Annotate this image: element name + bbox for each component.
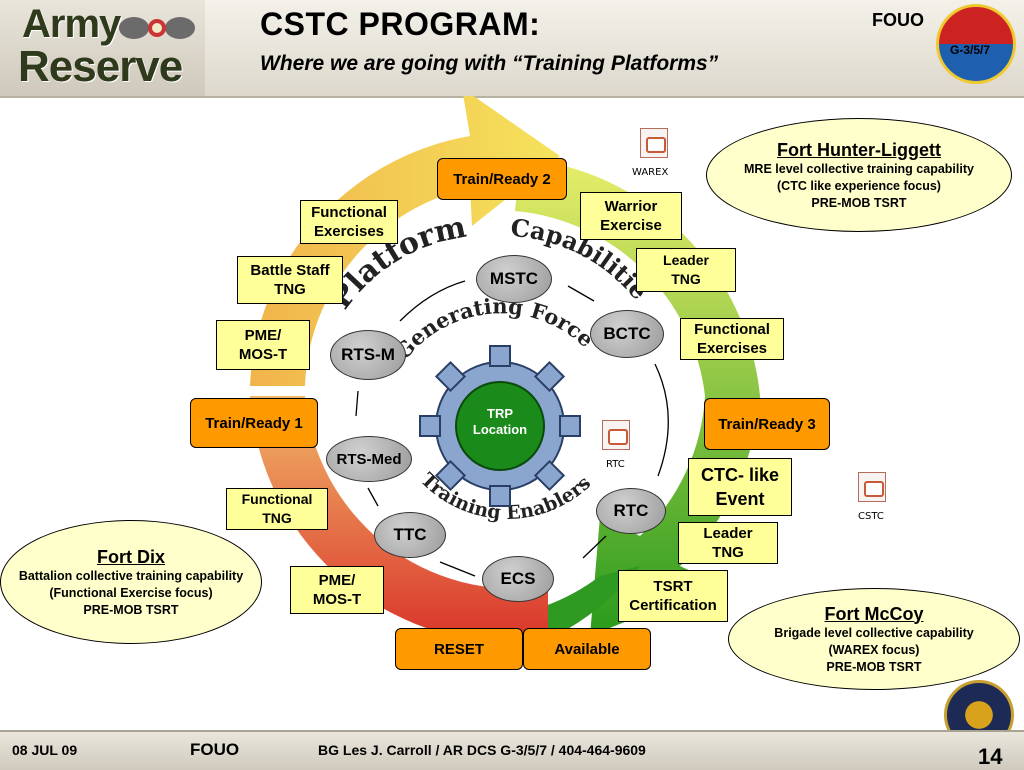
node-rts-m: RTS-M — [330, 330, 406, 380]
box-pme-mos-t-lower: PME/ MOS-T — [290, 566, 384, 614]
cstc-document-icon[interactable] — [858, 472, 886, 502]
box-line: TNG — [274, 280, 306, 299]
box-line: Leader — [663, 251, 709, 270]
box-functional-exercises-top: Functional Exercises — [300, 200, 398, 244]
fort-mccoy-callout: Fort McCoy Brigade level collective capa… — [728, 588, 1020, 690]
fort-desc-line: Battalion collective training capability — [19, 568, 243, 585]
fort-desc-line: PRE-MOB TSRT — [83, 602, 178, 619]
fort-desc-line: PRE-MOB TSRT — [811, 195, 906, 212]
box-functional-exercises-right: Functional Exercises — [680, 318, 784, 360]
footer-date: 08 JUL 09 — [12, 742, 77, 758]
box-line: Battle Staff — [250, 261, 329, 280]
stage-train-ready-2: Train/Ready 2 — [437, 158, 567, 200]
stage-train-ready-1: Train/Ready 1 — [190, 398, 318, 448]
box-line: Functional — [311, 203, 387, 222]
box-warrior-exercise: Warrior Exercise — [580, 192, 682, 240]
box-line: TNG — [262, 509, 292, 528]
logo-army-text: Army — [22, 2, 120, 47]
footer-fouo: FOUO — [190, 740, 239, 760]
box-ctc-like-event: CTC- like Event — [688, 458, 792, 516]
box-line: CTC- like — [701, 463, 779, 487]
node-mstc: MSTC — [476, 255, 552, 303]
fort-name: Fort Dix — [97, 546, 165, 568]
fort-desc-line: Brigade level collective capability — [774, 625, 973, 642]
trp-text: TRP — [470, 406, 530, 422]
box-line: TSRT — [653, 577, 692, 596]
fort-desc-line: PRE-MOB TSRT — [826, 659, 921, 676]
fort-desc-line: (WAREX focus) — [829, 642, 920, 659]
node-ecs: ECS — [482, 556, 554, 602]
eagle-logo-icon — [118, 12, 196, 44]
box-line: MOS-T — [313, 590, 361, 609]
fouo-marking: FOUO — [872, 10, 924, 31]
trp-location-label: TRP Location — [470, 406, 530, 438]
page-number: 14 — [978, 744, 1002, 770]
box-line: Exercises — [697, 339, 767, 358]
box-line: Exercises — [314, 222, 384, 241]
fort-dix-callout: Fort Dix Battalion collective training c… — [0, 520, 262, 644]
box-pme-mos-t-upper: PME/ MOS-T — [216, 320, 310, 370]
box-line: MOS-T — [239, 345, 287, 364]
box-line: Functional — [694, 320, 770, 339]
page-subtitle: Where we are going with “Training Platfo… — [260, 52, 718, 76]
box-functional-tng: Functional TNG — [226, 488, 328, 530]
box-line: PME/ — [245, 326, 282, 345]
rtc-icon-label: RTC — [606, 459, 625, 470]
logo-reserve-text: Reserve — [18, 42, 182, 92]
box-line: Warrior — [605, 197, 658, 216]
box-line: Certification — [629, 596, 717, 615]
page-title: CSTC PROGRAM: — [260, 6, 540, 43]
box-leader-tng-upper: Leader TNG — [636, 248, 736, 292]
emblem-label: G-3/5/7 — [950, 43, 990, 57]
node-rts-med: RTS-Med — [326, 436, 412, 482]
box-line: TNG — [712, 543, 744, 562]
box-line: PME/ — [319, 571, 356, 590]
rtc-document-icon[interactable] — [602, 420, 630, 450]
box-line: Functional — [242, 490, 313, 509]
node-bctc: BCTC — [590, 310, 664, 358]
warex-document-icon[interactable] — [640, 128, 668, 158]
stage-reset: RESET — [395, 628, 523, 670]
fort-name: Fort McCoy — [825, 603, 924, 625]
box-line: TNG — [671, 270, 701, 289]
fort-desc-line: (CTC like experience focus) — [777, 178, 941, 195]
box-line: Event — [715, 487, 764, 511]
box-battle-staff-tng: Battle Staff TNG — [237, 256, 343, 304]
fort-name: Fort Hunter-Liggett — [777, 139, 941, 161]
stage-train-ready-3: Train/Ready 3 — [704, 398, 830, 450]
node-rtc: RTC — [596, 488, 666, 534]
box-leader-tng-lower: Leader TNG — [678, 522, 778, 564]
box-tsrt-certification: TSRT Certification — [618, 570, 728, 622]
box-line: Leader — [703, 524, 752, 543]
node-ttc: TTC — [374, 512, 446, 558]
warex-icon-label: WAREX — [632, 167, 668, 178]
cstc-icon-label: CSTC — [858, 511, 884, 522]
fort-hunter-liggett-callout: Fort Hunter-Liggett MRE level collective… — [706, 118, 1012, 232]
footer-contact: BG Les J. Carroll / AR DCS G-3/5/7 / 404… — [318, 742, 646, 758]
fort-desc-line: MRE level collective training capability — [744, 161, 974, 178]
box-line: Exercise — [600, 216, 662, 235]
location-text: Location — [470, 422, 530, 438]
stage-available: Available — [523, 628, 651, 670]
fort-desc-line: (Functional Exercise focus) — [49, 585, 212, 602]
